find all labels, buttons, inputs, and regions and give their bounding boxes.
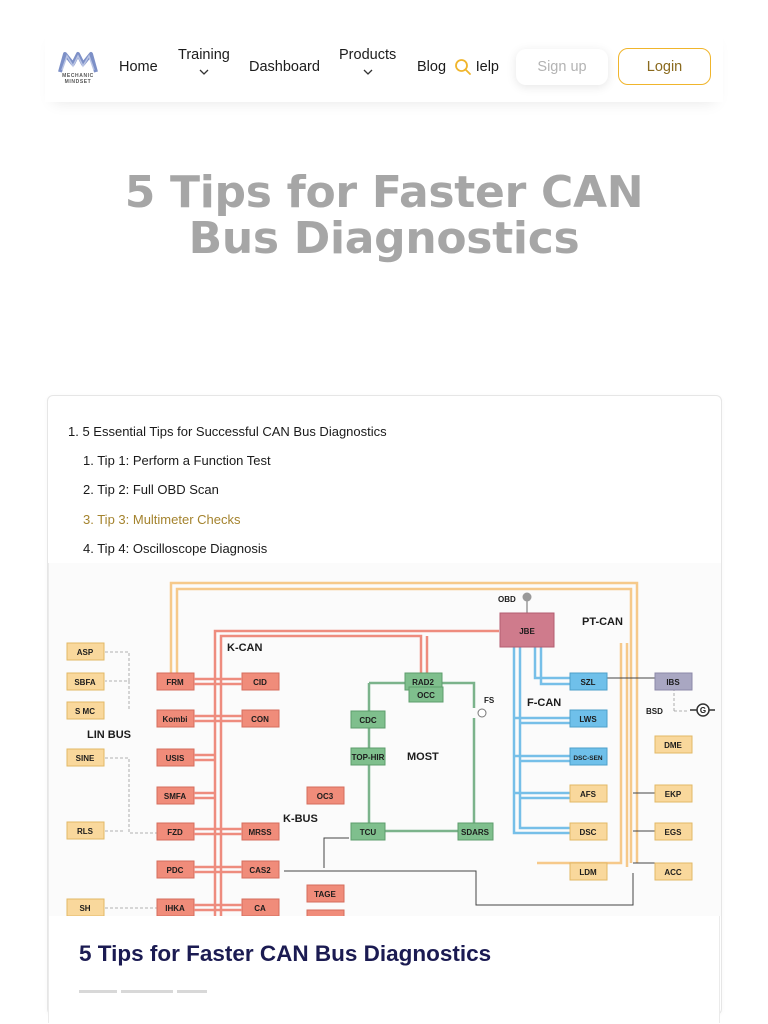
signup-button[interactable]: Sign up <box>516 49 608 85</box>
toc-item[interactable]: 1. 5 Essential Tips for Successful CAN B… <box>68 424 387 439</box>
search-icon[interactable] <box>454 58 472 76</box>
svg-text:FZD: FZD <box>167 828 183 837</box>
svg-text:PDC: PDC <box>167 866 184 875</box>
svg-text:LIN BUS: LIN BUS <box>87 729 131 741</box>
brand-logo[interactable]: MECHANIC MINDSET <box>56 50 100 84</box>
svg-text:EKP: EKP <box>665 790 682 799</box>
toc-item[interactable]: 2. Tip 2: Full OBD Scan <box>83 482 219 497</box>
svg-text:FRM: FRM <box>166 678 184 687</box>
svg-text:CDC: CDC <box>359 716 377 725</box>
toc-item[interactable]: 1. Tip 1: Perform a Function Test <box>83 453 271 468</box>
svg-text:SDARS: SDARS <box>461 828 490 837</box>
svg-text:TAGE: TAGE <box>314 890 336 899</box>
svg-text:FS: FS <box>484 696 495 705</box>
svg-text:DSC-SEN: DSC-SEN <box>573 755 603 762</box>
chevron-down-icon <box>199 69 209 75</box>
svg-text:OC3: OC3 <box>317 792 334 801</box>
svg-text:S MC: S MC <box>75 707 95 716</box>
svg-text:ASP: ASP <box>77 648 94 657</box>
svg-text:Kombi: Kombi <box>163 715 188 724</box>
svg-text:OCC: OCC <box>417 691 435 700</box>
svg-text:BSD: BSD <box>646 707 663 716</box>
page-title: 5 Tips for Faster CAN Bus Diagnostics <box>124 167 644 264</box>
blog-post-card[interactable]: OBD JBE K-CAN PT-CAN F-CAN LIN BUS MOST … <box>48 563 721 1023</box>
svg-text:IHKA: IHKA <box>165 904 185 913</box>
svg-text:K-CAN: K-CAN <box>227 642 262 654</box>
login-button[interactable]: Login <box>618 48 711 85</box>
svg-text:RLS: RLS <box>77 827 94 836</box>
nav-home[interactable]: Home <box>119 59 158 75</box>
toc-item-active[interactable]: 3. Tip 3: Multimeter Checks <box>83 512 241 527</box>
svg-text:PT-CAN: PT-CAN <box>582 616 623 628</box>
svg-text:F-CAN: F-CAN <box>527 697 561 709</box>
logo-mark-icon <box>58 52 98 73</box>
top-navbar: MECHANIC MINDSET Home Training Dashboard… <box>45 28 723 102</box>
svg-text:K-BUS: K-BUS <box>283 813 318 825</box>
nav-blog[interactable]: Blog <box>417 59 447 75</box>
svg-text:TCU: TCU <box>360 828 377 837</box>
svg-text:G: G <box>700 706 706 715</box>
nav-products[interactable]: Products <box>339 47 396 77</box>
svg-text:SMFA: SMFA <box>164 792 186 801</box>
svg-text:SH: SH <box>79 904 90 913</box>
toc-item[interactable]: 4. Tip 4: Oscilloscope Diagnosis <box>83 541 268 556</box>
svg-text:SINE: SINE <box>76 754 95 763</box>
nav-help[interactable]: Help <box>477 59 499 75</box>
svg-text:DSC: DSC <box>580 828 597 837</box>
svg-text:SBFA: SBFA <box>74 678 96 687</box>
svg-text:USIS: USIS <box>166 754 185 763</box>
svg-text:TOP-HIR: TOP-HIR <box>352 753 385 762</box>
post-title[interactable]: 5 Tips for Faster CAN Bus Diagnostics <box>79 941 492 966</box>
nav-dashboard[interactable]: Dashboard <box>249 59 320 75</box>
logo-text-2: MINDSET <box>64 78 92 85</box>
logo-text-1: MECHANIC <box>62 73 94 79</box>
nav-products-label: Products <box>339 47 397 63</box>
post-featured-image: OBD JBE K-CAN PT-CAN F-CAN LIN BUS MOST … <box>49 563 721 916</box>
svg-text:DME: DME <box>664 741 682 750</box>
svg-text:IBS: IBS <box>666 678 680 687</box>
svg-text:RAD2: RAD2 <box>412 678 434 687</box>
svg-text:CA: CA <box>254 904 266 913</box>
svg-text:ACC: ACC <box>664 868 682 877</box>
post-meta <box>79 983 259 994</box>
svg-text:CID: CID <box>253 678 267 687</box>
svg-text:MOST: MOST <box>407 751 439 763</box>
svg-text:MRSS: MRSS <box>248 828 272 837</box>
svg-text:LWS: LWS <box>579 715 597 724</box>
can-bus-diagram: OBD JBE K-CAN PT-CAN F-CAN LIN BUS MOST … <box>66 581 715 916</box>
chevron-down-icon <box>363 69 373 75</box>
svg-text:CON: CON <box>251 715 269 724</box>
svg-text:JBE: JBE <box>519 627 535 636</box>
nav-training[interactable]: Training <box>178 47 230 77</box>
svg-text:SZL: SZL <box>580 678 595 687</box>
svg-text:CAS2: CAS2 <box>249 866 271 875</box>
svg-text:OBD: OBD <box>498 595 516 604</box>
svg-text:AFS: AFS <box>580 790 597 799</box>
nav-training-label: Training <box>178 47 230 63</box>
svg-text:LDM: LDM <box>579 868 597 877</box>
svg-text:EGS: EGS <box>665 828 683 837</box>
